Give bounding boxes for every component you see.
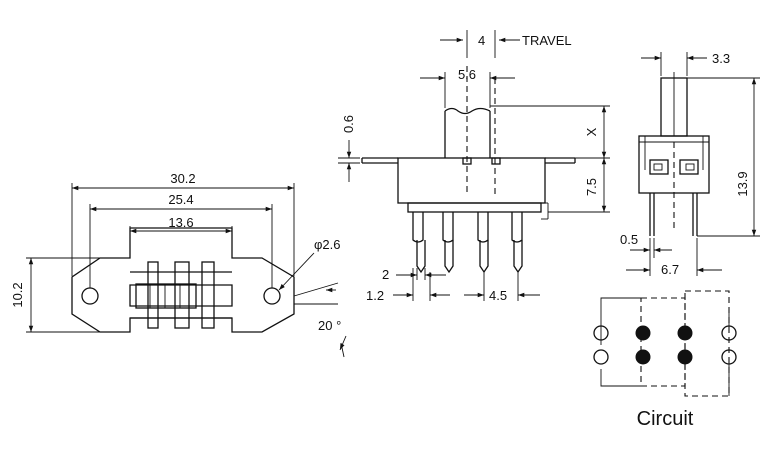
contact-left bbox=[147, 261, 159, 329]
terminal-open bbox=[721, 349, 737, 365]
leader-hole-diameter bbox=[278, 252, 315, 291]
end-contact-left bbox=[649, 159, 669, 175]
dim-pin-thickness: 0.5 bbox=[620, 232, 638, 247]
dim-hole-diameter: φ2.6 bbox=[314, 237, 341, 252]
circuit-pole-left bbox=[640, 297, 686, 387]
terminal-open bbox=[593, 325, 609, 341]
dim-overall-length: 30.2 bbox=[170, 171, 195, 186]
mounting-hole-right bbox=[263, 287, 281, 305]
side-base bbox=[407, 202, 542, 213]
contact-right bbox=[201, 261, 215, 329]
slider-knob bbox=[135, 283, 197, 309]
front-view: 30.2 25.4 13.6 φ2.6 10.2 20 ° bbox=[10, 171, 347, 358]
terminal-common bbox=[677, 325, 693, 341]
switch-body-outline bbox=[129, 271, 233, 319]
dim-body-length: 13.6 bbox=[168, 215, 193, 230]
mounting-plate-outline bbox=[71, 227, 295, 333]
terminal-common bbox=[635, 349, 651, 365]
dim-hole-spacing: 25.4 bbox=[168, 192, 193, 207]
dim-height: 10.2 bbox=[10, 282, 25, 307]
end-pin-left bbox=[649, 193, 655, 236]
side-pins bbox=[412, 212, 523, 274]
circuit-diagram: Circuit bbox=[593, 290, 737, 430]
dim-pin-width: 2 bbox=[382, 267, 389, 282]
dim-actuator-height: X bbox=[584, 127, 599, 136]
terminal-open bbox=[721, 325, 737, 341]
dim-actuator-thickness: 3.3 bbox=[712, 51, 730, 66]
end-pin-right bbox=[692, 193, 698, 236]
circuit-pole-right bbox=[684, 290, 730, 397]
mounting-hole-left bbox=[81, 287, 99, 305]
dim-actuator-width: 5.6 bbox=[458, 67, 476, 82]
dim-pin-pitch: 4.5 bbox=[489, 288, 507, 303]
contact-middle bbox=[174, 261, 190, 329]
dim-travel: 4 bbox=[478, 33, 485, 48]
side-actuator bbox=[444, 107, 491, 158]
end-contact-right bbox=[679, 159, 699, 175]
dim-overall-height: 13.9 bbox=[735, 171, 750, 196]
dim-angle: 20 ° bbox=[318, 318, 341, 333]
terminal-open bbox=[593, 349, 609, 365]
terminal-common bbox=[677, 349, 693, 365]
dim-pin-offset: 1.2 bbox=[366, 288, 384, 303]
travel-label: TRAVEL bbox=[522, 33, 572, 48]
circuit-caption: Circuit bbox=[637, 408, 694, 430]
side-view: 4 TRAVEL 5.6 0.6 X 7.5 2 bbox=[338, 30, 610, 303]
terminal-common bbox=[635, 325, 651, 341]
dim-plate-thickness: 0.6 bbox=[341, 115, 356, 133]
dim-body-height: 7.5 bbox=[584, 178, 599, 196]
end-view: 3.3 13.9 0.5 6.7 bbox=[620, 51, 760, 277]
side-body bbox=[397, 157, 546, 204]
dim-pin-span: 6.7 bbox=[661, 262, 679, 277]
